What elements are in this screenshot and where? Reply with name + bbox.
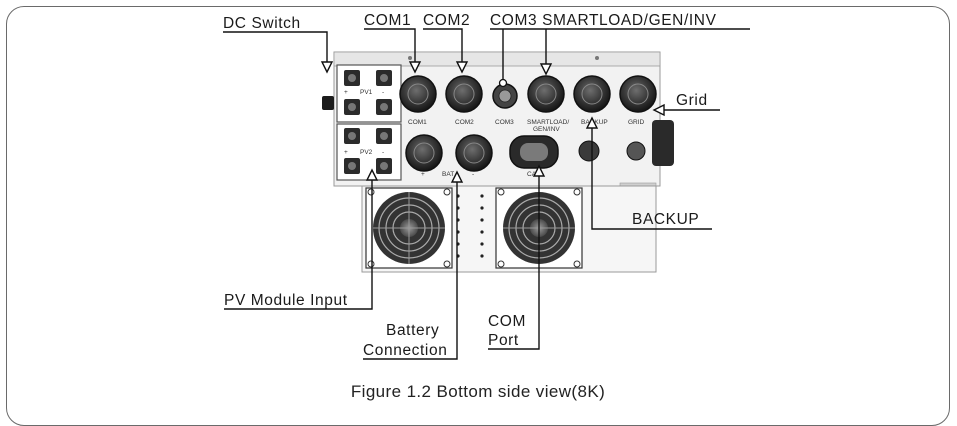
- leader-lines: [223, 28, 750, 360]
- pv1-plus-label: +: [344, 89, 348, 96]
- pv2-plus-label: +: [344, 149, 348, 156]
- bottom-view-diagram: + PV1 - + PV2 - COM1 COM2 COM3 SMARTLOAD…: [223, 12, 750, 401]
- device-com2-label: COM2: [455, 119, 474, 126]
- com1-gland: [399, 75, 437, 113]
- bat-plus-label: +: [421, 171, 425, 178]
- lower-row-glands: [405, 134, 646, 172]
- grid-gland: [619, 75, 657, 113]
- top-row-glands: [399, 75, 657, 113]
- smartload-gland: [527, 75, 565, 113]
- label-backup: BACKUP: [632, 211, 699, 228]
- label-dc-switch: DC Switch: [223, 15, 301, 32]
- backup-gland: [573, 75, 611, 113]
- pv1-label: PV1: [360, 89, 373, 96]
- pv1-terminal-block: + PV1 -: [336, 64, 402, 123]
- device-smartload-label-1: SMARTLOAD/: [527, 119, 569, 126]
- pv2-label: PV2: [360, 149, 373, 156]
- bat-minus-label: -: [472, 171, 474, 178]
- label-com1: COM1: [364, 12, 411, 29]
- figure-caption: Figure 1.2 Bottom side view(8K): [351, 382, 605, 401]
- pv2-minus-label: -: [382, 149, 384, 156]
- dc-switch-knob: [322, 96, 334, 110]
- label-com2: COM2: [423, 12, 470, 29]
- label-pv-module-input: PV Module Input: [224, 292, 348, 309]
- device-smartload-label-2: GEN/INV: [533, 126, 560, 133]
- bat-plus-gland: [405, 134, 443, 172]
- device-grid-label: GRID: [628, 119, 645, 126]
- label-com3-smartload: COM3 SMARTLOAD/GEN/INV: [490, 12, 717, 29]
- label-com-port-1: COM: [488, 313, 526, 330]
- device-com3-label: COM3: [495, 119, 514, 126]
- label-grid: Grid: [676, 92, 708, 109]
- device-com1-label: COM1: [408, 119, 427, 126]
- label-battery-connection-1: Battery: [386, 322, 439, 339]
- label-battery-connection-2: Connection: [363, 342, 447, 359]
- pv1-minus-label: -: [382, 89, 384, 96]
- pv2-terminal-block: + PV2 -: [336, 123, 402, 181]
- fan-left: [365, 187, 453, 269]
- label-com-port-2: Port: [488, 332, 519, 349]
- com2-gland: [445, 75, 483, 113]
- bat-label: BAT: [442, 171, 454, 178]
- bat-minus-gland: [455, 134, 493, 172]
